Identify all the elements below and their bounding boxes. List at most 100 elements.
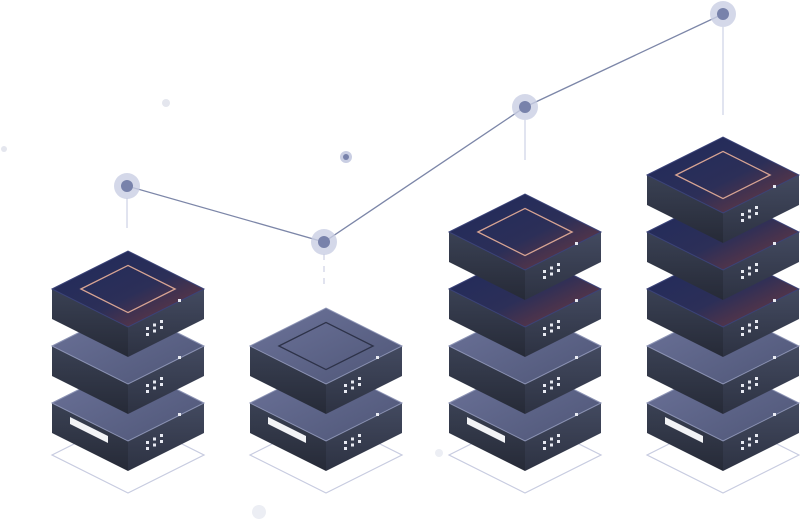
status-led [351,437,354,441]
trend-node [311,229,337,255]
status-led [153,443,156,447]
status-led [550,443,553,447]
status-led [748,323,751,327]
status-led [575,413,578,416]
status-led [773,185,776,188]
status-led [755,263,758,266]
status-led [543,390,546,393]
status-led [748,209,751,213]
status-led [351,386,354,390]
status-led [178,356,181,359]
trend-line [126,13,724,288]
status-led [557,383,560,386]
status-led [376,413,379,416]
server-side-left [647,346,723,414]
server-side-left [449,289,525,357]
status-led [543,327,546,330]
trend-nodes [114,1,736,255]
status-led [741,213,744,216]
status-led [741,333,744,336]
status-led [153,329,156,333]
status-led [550,323,553,327]
status-led [358,377,361,380]
status-led [773,299,776,302]
server-side-left [647,289,723,357]
server-side-right [723,232,799,300]
status-led [344,390,347,393]
status-led [748,266,751,270]
status-led [557,377,560,380]
server-top [447,193,603,271]
trend-path [126,13,724,243]
trend-node [710,1,736,27]
status-led [748,443,751,447]
status-led [153,323,156,327]
server-stack [248,307,404,494]
status-led [557,269,560,272]
server-side-right [525,403,601,471]
server-side-left [52,346,128,414]
server-side-right [525,232,601,300]
status-led [344,384,347,387]
status-led [755,269,758,272]
status-led [160,383,163,386]
status-led [748,437,751,441]
server-top-inset [476,207,574,257]
status-led [351,380,354,384]
status-led [543,447,546,450]
status-led [557,326,560,329]
server-side-right [723,289,799,357]
status-led [160,326,163,329]
server-side-right [525,346,601,414]
server-side-right [128,289,204,357]
status-led [178,413,181,416]
status-led [153,380,156,384]
status-led [550,386,553,390]
status-led [741,390,744,393]
label-bar [268,417,306,443]
status-led [773,356,776,359]
status-led [344,447,347,450]
status-led [146,441,149,444]
status-led [755,206,758,209]
status-led [741,447,744,450]
server-side-left [52,289,128,357]
server-side-right [128,346,204,414]
server-side-left [647,232,723,300]
status-led [748,272,751,276]
status-led [146,384,149,387]
status-led [755,377,758,380]
status-led [376,356,379,359]
server-unit [50,250,206,357]
status-led [741,384,744,387]
dot [162,99,170,107]
status-led [557,263,560,266]
status-led [550,437,553,441]
status-led [755,434,758,437]
server-top-inset [277,321,375,371]
status-led [344,441,347,444]
server-unit [447,193,603,300]
status-led [153,386,156,390]
server-side-right [525,289,601,357]
status-led [748,380,751,384]
server-stack [645,136,800,494]
server-stacks [50,136,800,494]
server-top [645,136,800,214]
status-led [543,270,546,273]
server-top [50,250,206,328]
server-side-right [326,346,402,414]
decorative-dots [1,99,443,519]
server-top-inset [674,150,772,200]
status-led [748,329,751,333]
server-stack [50,250,206,494]
status-led [543,276,546,279]
status-led [543,333,546,336]
label-bar [665,417,703,443]
server-side-right [723,403,799,471]
status-led [543,441,546,444]
server-side-left [647,175,723,243]
label-bar [467,417,505,443]
server-stack [447,193,603,494]
label-bar [70,417,108,443]
